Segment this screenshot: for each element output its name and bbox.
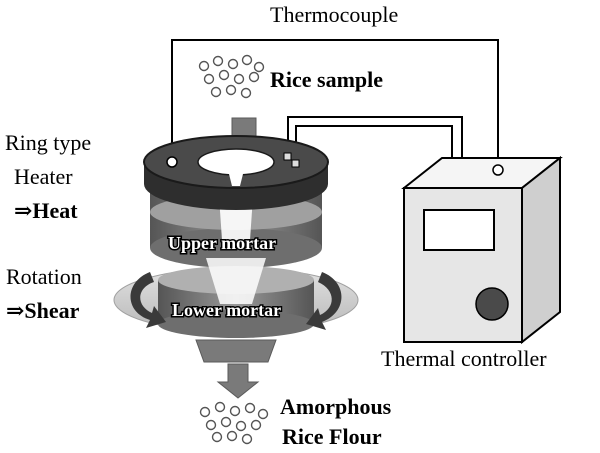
rotation-label: Rotation [6,264,82,289]
rotation-arrow-right-icon [306,272,342,330]
rice-sample-label: Rice sample [270,67,383,92]
thermocouple-port-right-icon [492,164,504,176]
heater-label: Heater [14,164,73,189]
rice-flour-label: Rice Flour [282,424,382,449]
rice-sample-particles [198,54,265,99]
outlet-spout [195,339,277,363]
heater-terminal-icon [291,159,300,168]
lower-mortar-label: Lower mortar [172,300,281,320]
upper-mortar-label: Upper mortar [168,233,276,253]
shear-label: ⇒Shear [6,298,80,323]
ring-type-label: Ring type [5,130,91,155]
amorphous-label: Amorphous [280,394,392,419]
controller-display [423,209,495,251]
thermal-controller [401,155,563,345]
rotation-arrow-left-icon [130,272,166,328]
discharge-arrow-icon [216,363,260,399]
rice-flour-particles [199,401,269,445]
thermal-controller-label: Thermal controller [381,346,547,371]
thermocouple-port-left-icon [166,156,178,168]
controller-dial-icon [475,287,509,321]
heater-terminal-icon [283,152,292,161]
ring-type-heater [143,135,329,210]
heat-label: ⇒Heat [14,198,78,223]
thermocouple-label: Thermocouple [270,2,398,27]
lower-mortar [113,258,359,338]
